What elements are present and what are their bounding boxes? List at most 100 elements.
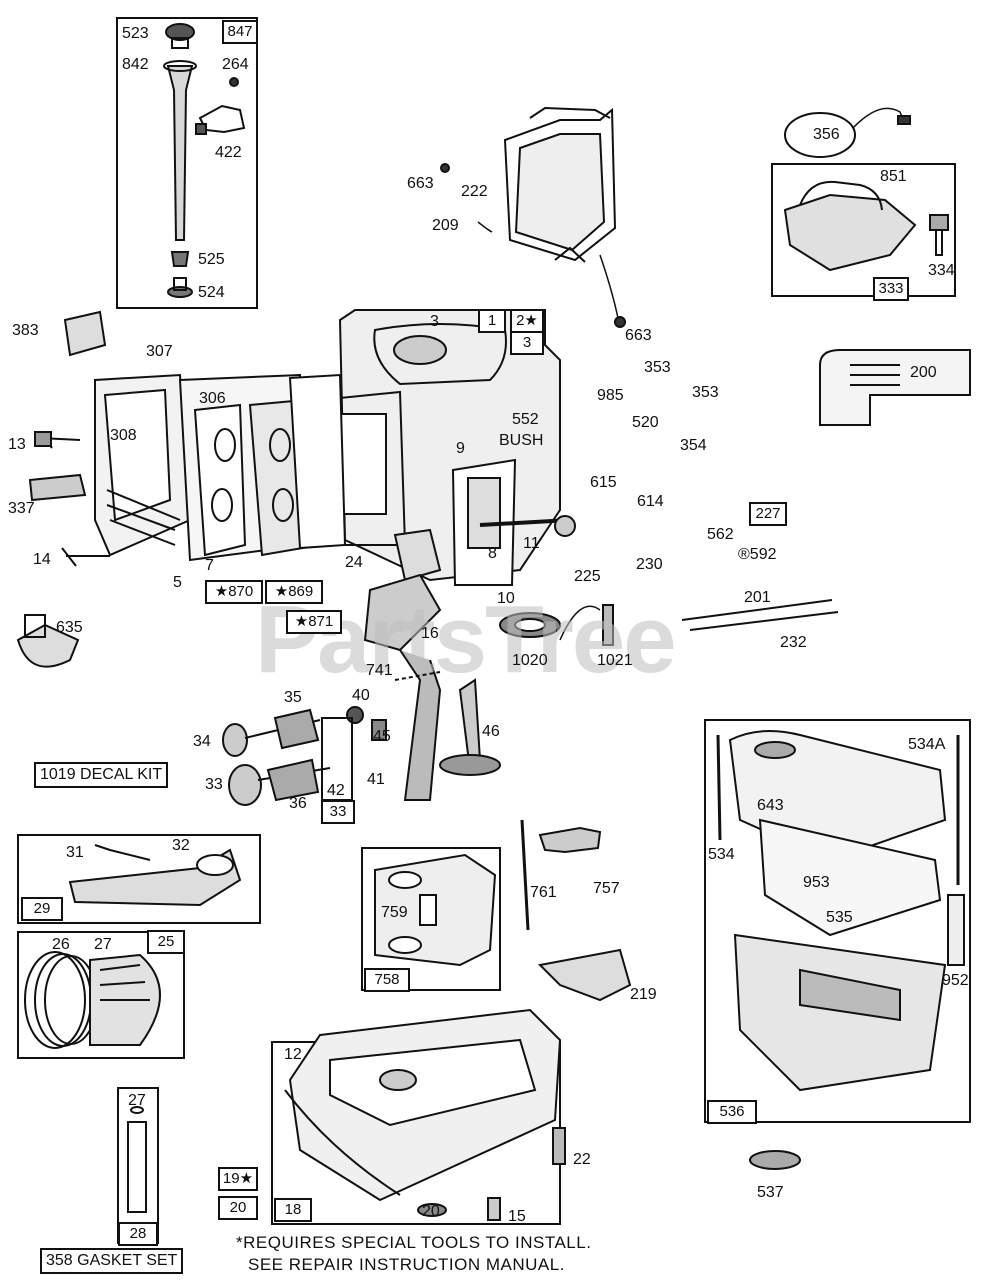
part-label: 3 (430, 313, 439, 330)
part-label: 537 (757, 1184, 784, 1201)
part-label: 953 (803, 874, 830, 891)
part-label: 14 (33, 551, 51, 568)
ignition-group-frame (771, 163, 956, 297)
part-label: 552 (512, 411, 539, 428)
part-label: 534A (908, 736, 946, 753)
part-label: 1021 (597, 652, 633, 669)
part-label: 562 (707, 526, 734, 543)
part-label: 27 (128, 1092, 146, 1109)
part-label: 952 (942, 972, 969, 989)
part-label: 32 (172, 837, 190, 854)
part-label: 11 (523, 535, 540, 552)
part-label: 230 (636, 556, 663, 573)
part-label: 663 (625, 327, 652, 344)
part-label: 31 (66, 844, 84, 861)
part-label: 209 (432, 217, 459, 234)
boxed-label: 29 (21, 897, 63, 921)
decal-kit-label: 1019 DECAL KIT (34, 762, 169, 788)
footnote-line-2: SEE REPAIR INSTRUCTION MANUAL. (248, 1255, 565, 1274)
part-label: 5 (173, 574, 182, 591)
piston-rings-frame (17, 931, 185, 1059)
air-cleaner-frame (704, 719, 971, 1123)
part-label: 219 (630, 986, 657, 1003)
part-label: 356 (813, 126, 840, 143)
part-label: 353 (692, 384, 719, 401)
part-label: 26 (52, 936, 70, 953)
connecting-rod-frame (17, 834, 261, 924)
part-label: 663 (407, 175, 434, 192)
boxed-label: 20 (218, 1196, 258, 1220)
watermark: PartsTree (255, 586, 677, 693)
part-label: 46 (482, 723, 500, 740)
part-label: 635 (56, 619, 83, 636)
boxed-label: 758 (364, 968, 410, 992)
part-label: 16 (421, 625, 439, 642)
part-label: 15 (508, 1208, 526, 1225)
part-label: 337 (8, 500, 35, 517)
part-label: 27 (94, 936, 112, 953)
part-label: 842 (122, 56, 149, 73)
part-label: 614 (637, 493, 664, 510)
boxed-label: 33 (321, 800, 355, 824)
part-label: 35 (284, 689, 302, 706)
part-label: 525 (198, 251, 225, 268)
part-label: 1020 (512, 652, 548, 669)
boxed-label: 19★ (218, 1167, 258, 1191)
part-label: 306 (199, 390, 226, 407)
part-label: 225 (574, 568, 601, 585)
boxed-label: 1 (478, 309, 506, 333)
part-label: 520 (632, 414, 659, 431)
boxed-label: 536 (707, 1100, 757, 1124)
part-label: 534 (708, 846, 735, 863)
part-label: 40 (352, 687, 370, 704)
boxed-label: 28 (118, 1222, 158, 1246)
boxed-label: ★870 (205, 580, 263, 604)
part-label: 7 (205, 557, 214, 574)
part-label: 524 (198, 284, 225, 301)
governor-lever-frame (361, 847, 501, 991)
part-label: 741 (366, 662, 393, 679)
part-label: 353 (644, 359, 671, 376)
part-label: 42 (327, 782, 345, 799)
footnote-line-1: *REQUIRES SPECIAL TOOLS TO INSTALL. (236, 1233, 592, 1252)
dipstick-group-frame (116, 17, 258, 309)
part-label: 383 (12, 322, 39, 339)
part-label: 22 (573, 1151, 591, 1168)
gasket-set-label: 358 GASKET SET (40, 1248, 184, 1274)
part-label: BUSH (499, 432, 544, 449)
part-label: 307 (146, 343, 173, 360)
part-label: 24 (345, 554, 363, 571)
part-label: 12 (284, 1046, 302, 1063)
part-label: 308 (110, 427, 137, 444)
part-label: 13 (8, 436, 26, 453)
part-label: 757 (593, 880, 620, 897)
part-label: 535 (826, 909, 853, 926)
part-label: 759 (381, 904, 408, 921)
boxed-label: 3 (510, 331, 544, 355)
part-label: 34 (193, 733, 211, 750)
part-label: 523 (122, 25, 149, 42)
part-label: 222 (461, 183, 488, 200)
part-label: 36 (289, 795, 307, 812)
boxed-label: ★871 (286, 610, 342, 634)
part-label: 41 (367, 771, 385, 788)
part-label: 201 (744, 589, 771, 606)
part-label: 20 (422, 1203, 440, 1220)
part-label: 264 (222, 56, 249, 73)
part-label: 334 (928, 262, 955, 279)
part-label: 851 (880, 168, 907, 185)
boxed-label: 333 (873, 277, 909, 301)
part-label: 10 (497, 590, 515, 607)
boxed-label: 227 (749, 502, 787, 526)
part-label: 200 (910, 364, 937, 381)
part-label: ®592 (738, 546, 777, 563)
part-label: 8 (488, 545, 497, 562)
part-label: 45 (373, 728, 391, 745)
boxed-label: ★869 (265, 580, 323, 604)
part-label: 761 (530, 884, 557, 901)
part-label: 354 (680, 437, 707, 454)
boxed-label: 2★ (510, 309, 544, 333)
boxed-label: 18 (274, 1198, 312, 1222)
part-label: 985 (597, 387, 624, 404)
